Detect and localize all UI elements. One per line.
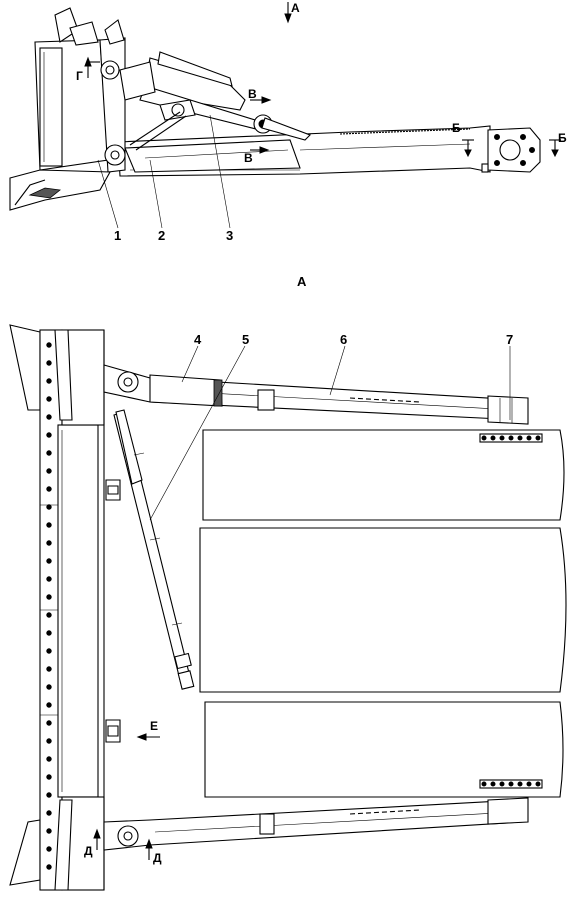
blade-hole	[46, 450, 52, 456]
marker-e: Е	[150, 719, 158, 733]
leader-5	[149, 345, 246, 521]
marker-a-top: А	[291, 1, 300, 15]
lower-brace	[124, 139, 301, 173]
bolt	[526, 781, 532, 787]
blade-hole	[46, 540, 52, 546]
bolt	[535, 781, 541, 787]
bolt	[490, 435, 496, 441]
panel-upper	[202, 429, 565, 521]
callout-5: 5	[242, 332, 249, 347]
marker-g: Г	[76, 69, 83, 83]
blade-hole	[46, 810, 52, 816]
plan-view	[9, 324, 567, 891]
marker-v-upper: В	[248, 87, 257, 101]
d-section-marks	[93, 828, 153, 860]
callout-4: 4	[194, 332, 202, 347]
blade-segments	[40, 504, 58, 716]
leader-6	[329, 345, 346, 396]
lower-push-arm	[103, 797, 529, 851]
blade-hole	[46, 828, 52, 834]
bolt	[526, 435, 532, 441]
blade-hole	[46, 738, 52, 744]
blade-hole	[46, 342, 52, 348]
trunnion-housing	[481, 127, 541, 173]
callout-2: 2	[158, 228, 165, 243]
blade-holes	[46, 342, 52, 870]
brace-cylinder	[113, 409, 195, 690]
blade-side	[9, 7, 126, 211]
bolt	[508, 781, 514, 787]
tractor-panels	[199, 429, 567, 798]
blade-hole	[46, 522, 52, 528]
blade-hole	[46, 414, 52, 420]
marker-v-lower: В	[244, 151, 253, 165]
blade-hole	[46, 648, 52, 654]
blade-hole	[46, 360, 52, 366]
blade-hole	[46, 774, 52, 780]
frame-hatch	[339, 128, 471, 135]
leader-3	[209, 114, 231, 229]
tilt-cylinder-side	[100, 51, 311, 151]
blade-hole	[46, 558, 52, 564]
callout-3: 3	[226, 228, 233, 243]
side-view	[9, 2, 561, 229]
marker-b-right: Б	[558, 131, 567, 145]
section-marks-side	[84, 2, 561, 158]
blade-hole	[46, 756, 52, 762]
callout-7: 7	[506, 332, 513, 347]
leader-1	[97, 159, 119, 229]
panel-middle	[199, 527, 567, 693]
blade-hole	[46, 378, 52, 384]
marker-b-left: Б	[452, 121, 461, 135]
blade-hole	[46, 576, 52, 582]
upper-push-arm	[103, 364, 529, 425]
blade-hole	[46, 702, 52, 708]
bolt	[517, 781, 523, 787]
bolt	[499, 781, 505, 787]
bolt	[517, 435, 523, 441]
blade-hole	[46, 684, 52, 690]
blade-hole	[46, 720, 52, 726]
bolt-plates	[479, 433, 543, 789]
marker-d-left: Д	[84, 844, 93, 858]
blade-hole	[46, 432, 52, 438]
blade-brackets	[105, 479, 121, 743]
bolt	[481, 435, 487, 441]
bolt	[490, 781, 496, 787]
blade-hole	[46, 504, 52, 510]
leader-4	[181, 345, 199, 383]
callout-6: 6	[340, 332, 347, 347]
blade-hole	[46, 792, 52, 798]
blade-hole	[46, 630, 52, 636]
blade-hole	[46, 612, 52, 618]
blade-hole	[46, 846, 52, 852]
blade-hole	[46, 594, 52, 600]
blade-plan	[9, 324, 105, 891]
blade-hole	[46, 486, 52, 492]
blade-hole	[46, 864, 52, 870]
marker-d-right: Д	[153, 851, 162, 865]
blade-hole	[46, 396, 52, 402]
bolt	[499, 435, 505, 441]
blade-hole	[46, 468, 52, 474]
callout-1: 1	[114, 228, 121, 243]
leader-2	[149, 159, 163, 229]
blade-hole	[46, 666, 52, 672]
bolt	[535, 435, 541, 441]
panel-lower	[204, 701, 564, 798]
bolt	[481, 781, 487, 787]
section-label: A	[297, 274, 307, 289]
view-e-arrow	[136, 733, 160, 741]
bolt	[508, 435, 514, 441]
